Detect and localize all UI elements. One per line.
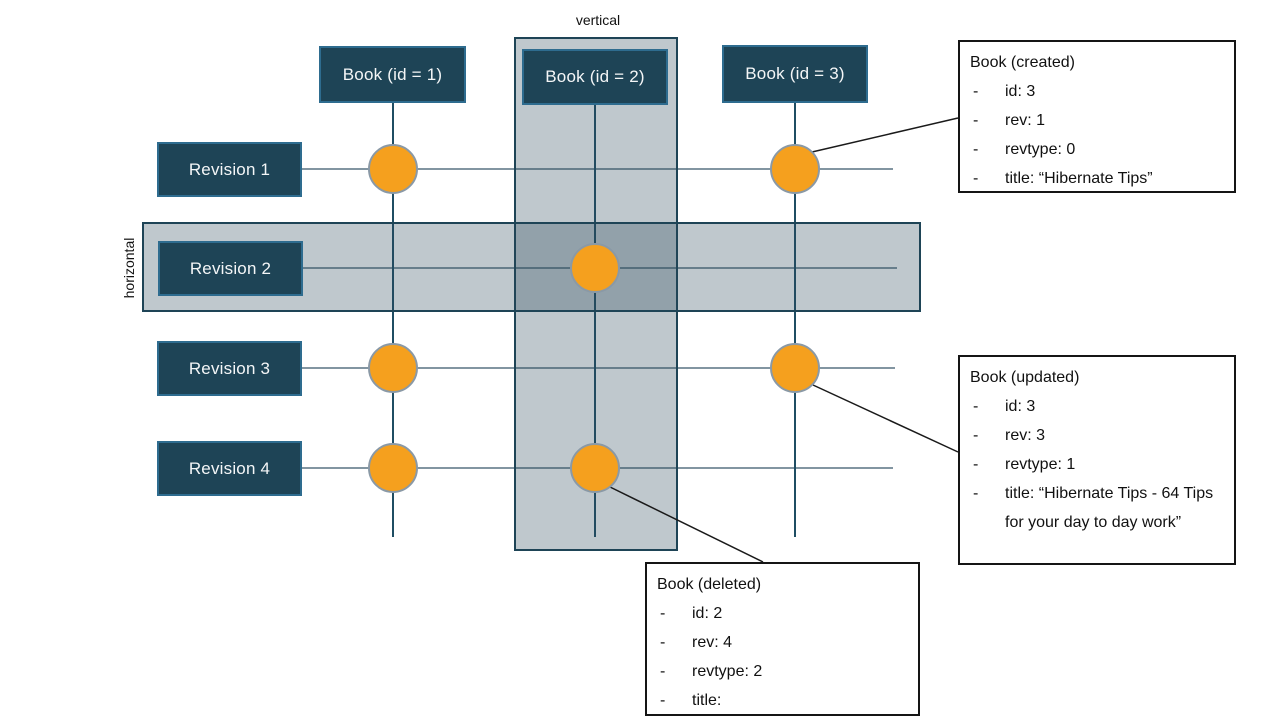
deleted-rev: rev: 4 bbox=[692, 634, 733, 651]
list-item: - title: bbox=[657, 686, 908, 715]
deleted-id: id: 2 bbox=[692, 605, 723, 622]
bullet-dash: - bbox=[973, 427, 979, 444]
callout-book-updated: Book (updated) - id: 3 - rev: 3 - revtype: … bbox=[958, 355, 1236, 565]
book-1-label: Book (id = 1) bbox=[342, 64, 443, 84]
created-id: id: 3 bbox=[1005, 83, 1036, 100]
revision-3-box: Revision 3 bbox=[157, 341, 302, 396]
callout-created-list: - id: 3 - rev: 1 - revtype: 0 - title: “Hibe… bbox=[970, 77, 1224, 193]
updated-title-field: title: “Hibernate Tips - 64 Tips for you… bbox=[1005, 485, 1214, 531]
updated-rev: rev: 3 bbox=[1005, 427, 1046, 444]
book-2-label: Book (id = 2) bbox=[545, 67, 645, 86]
created-revtype: revtype: 0 bbox=[1005, 141, 1076, 158]
connector-deleted bbox=[607, 485, 764, 563]
list-item: - title: “Hibernate Tips - 64 Tips for yo… bbox=[970, 479, 1224, 537]
marker-book2-rev2 bbox=[570, 243, 620, 293]
updated-revtype: revtype: 1 bbox=[1005, 456, 1076, 473]
book-2-box: Book (id = 2) bbox=[522, 49, 668, 105]
book-3-box: Book (id = 3) bbox=[722, 45, 868, 103]
created-rev: rev: 1 bbox=[1005, 112, 1046, 129]
book-1-box: Book (id = 1) bbox=[319, 46, 466, 103]
bullet-dash: - bbox=[973, 141, 979, 158]
bullet-dash: - bbox=[973, 83, 979, 100]
revision-1-box: Revision 1 bbox=[157, 142, 302, 197]
bullet-dash: - bbox=[973, 398, 979, 415]
book-3-label: Book (id = 3) bbox=[745, 64, 845, 83]
marker-book3-rev3 bbox=[770, 343, 820, 393]
marker-book3-rev1 bbox=[770, 144, 820, 194]
revision-2-label: Revision 2 bbox=[189, 258, 272, 278]
marker-book1-rev1 bbox=[368, 144, 418, 194]
list-item: - id: 2 bbox=[657, 599, 908, 628]
list-item: - id: 3 bbox=[970, 77, 1224, 106]
callout-book-deleted: Book (deleted) - id: 2 - rev: 4 - revtype: … bbox=[645, 562, 920, 716]
callout-updated-list: - id: 3 - rev: 3 - revtype: 1 - title: “Hibe… bbox=[970, 392, 1224, 537]
list-item: - rev: 3 bbox=[970, 421, 1224, 450]
marker-book1-rev3 bbox=[368, 343, 418, 393]
deleted-title-field: title: bbox=[692, 692, 722, 709]
revision-1-label: Revision 1 bbox=[188, 159, 271, 179]
revision-4-label: Revision 4 bbox=[188, 458, 271, 478]
revision-4-box: Revision 4 bbox=[157, 441, 302, 496]
list-item: - id: 3 bbox=[970, 392, 1224, 421]
created-title-field: title: “Hibernate Tips” bbox=[1005, 170, 1153, 187]
revision-2-box: Revision 2 bbox=[158, 241, 303, 296]
callout-book-created: Book (created) - id: 3 - rev: 1 - revtype: … bbox=[958, 40, 1236, 193]
bullet-dash: - bbox=[660, 634, 666, 651]
list-item: - title: “Hibernate Tips” bbox=[970, 164, 1224, 193]
bullet-dash: - bbox=[973, 170, 979, 187]
bullet-dash: - bbox=[973, 456, 979, 473]
callout-deleted-title: Book (deleted) bbox=[657, 576, 762, 593]
list-item: - revtype: 0 bbox=[970, 135, 1224, 164]
deleted-revtype: revtype: 2 bbox=[692, 663, 763, 680]
bullet-dash: - bbox=[973, 485, 979, 502]
bullet-dash: - bbox=[973, 112, 979, 129]
marker-book2-rev4 bbox=[570, 443, 620, 493]
callout-deleted-list: - id: 2 - rev: 4 - revtype: 2 - title: bbox=[657, 599, 908, 715]
list-item: - revtype: 2 bbox=[657, 657, 908, 686]
updated-id: id: 3 bbox=[1005, 398, 1036, 415]
list-item: - rev: 4 bbox=[657, 628, 908, 657]
bullet-dash: - bbox=[660, 605, 666, 622]
horizontal-band-label: horizontal bbox=[121, 237, 137, 299]
revision-3-label: Revision 3 bbox=[188, 358, 271, 378]
list-item: - revtype: 1 bbox=[970, 450, 1224, 479]
bullet-dash: - bbox=[660, 663, 666, 680]
bullet-dash: - bbox=[660, 692, 666, 709]
callout-updated-title: Book (updated) bbox=[970, 369, 1080, 386]
list-item: - rev: 1 bbox=[970, 106, 1224, 135]
connector-updated bbox=[812, 384, 959, 453]
callout-created-title: Book (created) bbox=[970, 54, 1075, 71]
vertical-band-label: vertical bbox=[575, 12, 621, 28]
connector-created bbox=[811, 117, 959, 153]
marker-book1-rev4 bbox=[368, 443, 418, 493]
